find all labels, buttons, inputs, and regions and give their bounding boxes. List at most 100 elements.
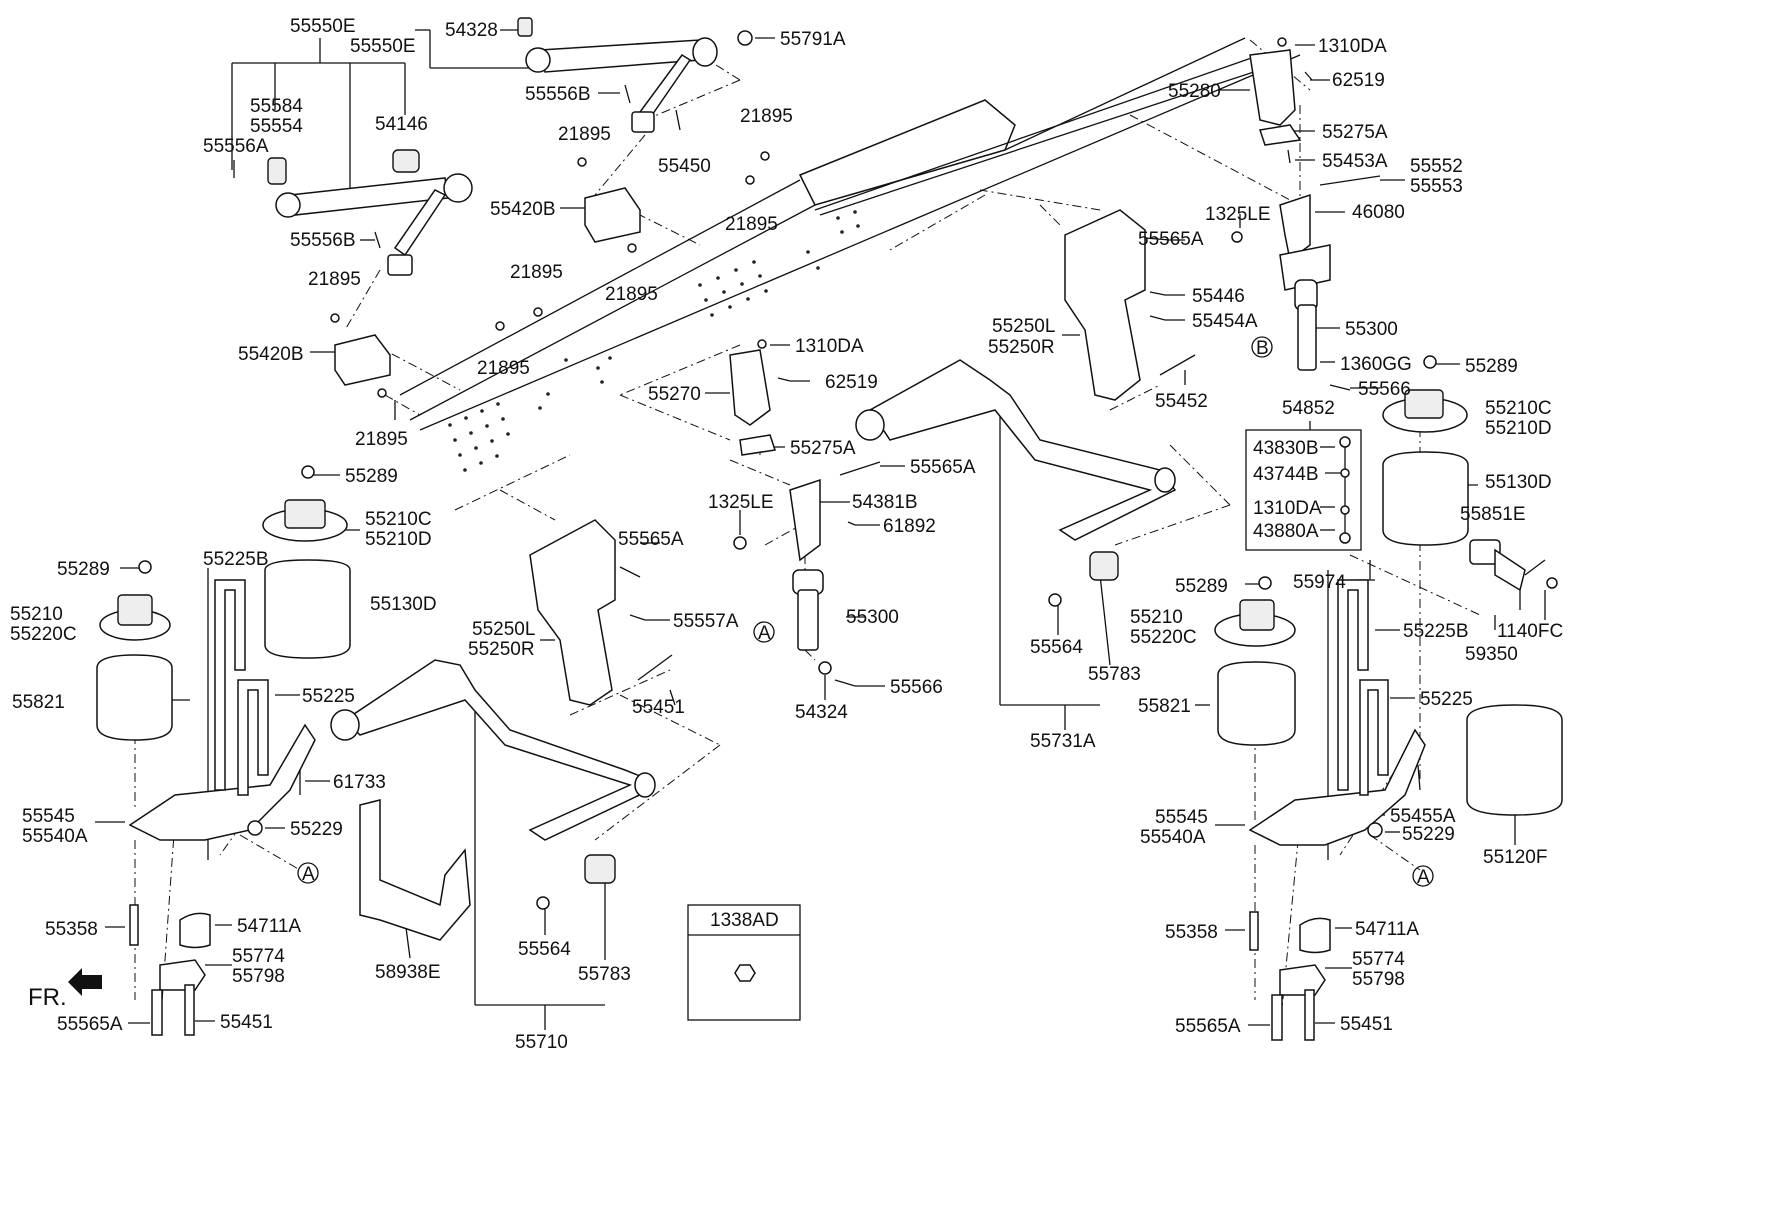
shock-absorber-mid [789, 478, 832, 675]
label-55550E-mid: 55550E [350, 36, 416, 57]
label-21895-h: 21895 [355, 429, 408, 450]
label-55270: 55270 [648, 384, 701, 405]
label-55821-left: 55821 [12, 692, 65, 713]
label-55566-mid: 55566 [890, 677, 943, 698]
label-55821-right: 55821 [1138, 696, 1191, 717]
label-55280: 55280 [1168, 81, 1221, 102]
label-55120F: 55120F [1483, 847, 1547, 868]
label-54381B: 54381B [852, 492, 918, 513]
label-54711A-right: 54711A [1355, 919, 1419, 940]
label-55210C-left: 55210C [365, 509, 432, 530]
label-55454A: 55454A [1192, 311, 1258, 332]
label-62519-top: 62519 [1332, 70, 1385, 91]
label-62519-mid: 62519 [825, 372, 878, 393]
label-55130D-right: 55130D [1485, 472, 1552, 493]
label-55565A-bottom-left: 55565A [57, 1014, 123, 1035]
label-55564-mid: 55564 [518, 939, 571, 960]
label-55225B-left: 55225B [203, 549, 269, 570]
label-55358-right: 55358 [1165, 922, 1218, 943]
label-55225B-right: 55225B [1403, 621, 1469, 642]
height-valve [1469, 539, 1546, 610]
label-ref-A-left: A [302, 864, 315, 885]
label-46080: 46080 [1352, 202, 1405, 223]
label-61733: 61733 [333, 772, 386, 793]
label-55451-mid: 55451 [632, 697, 685, 718]
label-55130D-left: 55130D [370, 594, 437, 615]
label-58938E: 58938E [375, 962, 441, 983]
label-55229-left: 55229 [290, 819, 343, 840]
air-spring-55120f [1466, 704, 1563, 816]
label-55791A: 55791A [780, 29, 846, 50]
label-43880A: 43880A [1253, 521, 1319, 542]
label-54324: 54324 [795, 702, 848, 723]
fasteners [138, 30, 1558, 910]
label-55210-right: 55210 [1130, 607, 1183, 628]
torque-rod-right [855, 359, 1177, 581]
spring-hanger-left [529, 519, 616, 706]
label-59350: 59350 [1465, 644, 1518, 665]
label-55545-right: 55545 [1155, 807, 1208, 828]
torque-rod-upper-left [267, 149, 473, 276]
label-55300-right: 55300 [1345, 319, 1398, 340]
label-55250L-left: 55250L [472, 619, 535, 640]
label-ref-A-right: A [1417, 867, 1430, 888]
label-21895-c: 21895 [725, 214, 778, 235]
label-55584: 55584 [250, 96, 303, 117]
label-55220C-right: 55220C [1130, 627, 1197, 648]
label-55210D-left: 55210D [365, 529, 432, 550]
label-43744B: 43744B [1253, 464, 1319, 485]
label-55783-right: 55783 [1088, 664, 1141, 685]
spring-hanger-right [1064, 209, 1146, 401]
label-55451-bottom-right: 55451 [1340, 1014, 1393, 1035]
label-55851E: 55851E [1460, 504, 1526, 525]
label-55289-l1: 55289 [345, 466, 398, 487]
frame-holes [448, 210, 860, 472]
label-1310DA-top: 1310DA [1318, 36, 1387, 57]
shock-absorber-right [1294, 279, 1318, 371]
label-55451-bottom-left: 55451 [220, 1012, 273, 1033]
label-55556B-left: 55556B [290, 230, 356, 251]
label-55553: 55553 [1410, 176, 1463, 197]
bushing-right [1249, 911, 1331, 1041]
label-55420B-left: 55420B [238, 344, 304, 365]
reference-markers [297, 336, 1434, 887]
label-21895-d: 21895 [510, 262, 563, 283]
label-55289-r2: 55289 [1175, 576, 1228, 597]
label-1325LE-mid: 1325LE [708, 492, 774, 513]
label-21895-b: 21895 [740, 106, 793, 127]
label-55798-left: 55798 [232, 966, 285, 987]
air-spring-left-outer [96, 594, 173, 741]
label-55289-l2: 55289 [57, 559, 110, 580]
nut-box-1338ad [687, 904, 801, 1021]
label-21895-a: 21895 [558, 124, 611, 145]
label-21895-e: 21895 [605, 284, 658, 305]
label-55710: 55710 [515, 1032, 568, 1053]
label-55565A-r1: 55565A [1138, 229, 1204, 250]
label-55550E: 55550E [290, 16, 356, 37]
label-21895-f: 21895 [308, 269, 361, 290]
label-55731A: 55731A [1030, 731, 1096, 752]
label-55452: 55452 [1155, 391, 1208, 412]
label-55774-left: 55774 [232, 946, 285, 967]
bracket-55420b-left [334, 334, 391, 386]
label-55798-right: 55798 [1352, 969, 1405, 990]
label-1360GG: 1360GG [1340, 354, 1412, 375]
label-21895-g: 21895 [477, 358, 530, 379]
air-spring-right-inner [1214, 599, 1296, 746]
part-labels: 55550E 55550E 54328 55791A 55584 55554 5… [10, 16, 1563, 1053]
label-55545-left: 55545 [22, 806, 75, 827]
label-ref-A-mid: A [758, 623, 771, 644]
label-43830B: 43830B [1253, 438, 1319, 459]
label-55289-r1: 55289 [1465, 356, 1518, 377]
label-55420B-top: 55420B [490, 199, 556, 220]
label-55300-mid: 55300 [846, 607, 899, 628]
frame-rails [394, 37, 1301, 431]
label-55540A-right: 55540A [1140, 827, 1206, 848]
spring-seat-right [1248, 579, 1426, 846]
label-61892: 61892 [883, 516, 936, 537]
label-1310DA-box: 1310DA [1253, 498, 1322, 519]
label-55774-right: 55774 [1352, 949, 1405, 970]
torque-rod-left [330, 659, 656, 884]
label-55225-right: 55225 [1420, 689, 1473, 710]
